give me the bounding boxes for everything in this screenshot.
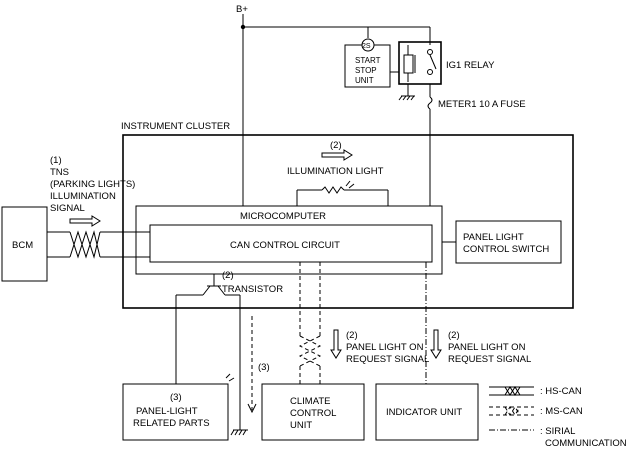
instrument-cluster-label: INSTRUMENT CLUSTER [121,121,230,132]
ms-can-bus-climate [298,262,322,384]
ig1-relay-label: IG1 RELAY [446,60,495,71]
can-control-circuit-box [149,224,433,263]
request-1-line-2: REQUEST SIGNAL [346,354,429,365]
start-stop-symbol: 2S [362,43,371,50]
transistor-label: TRANSISTOR [222,284,283,295]
indicator-unit-label: INDICATOR UNIT [386,407,462,418]
start-stop-line-1: START [355,56,381,65]
request-2-line-1: PANEL LIGHT ON [448,342,526,353]
can-control-circuit-label: CAN CONTROL CIRCUIT [230,240,340,251]
climate-line-3: UNIT [290,420,312,431]
climate-line-1: CLIMATE [290,396,330,407]
bcm-box [1,206,48,282]
transistor-icon [176,274,241,430]
illumination-bulb-icon [296,180,389,206]
fuse-label: METER1 10 A FUSE [438,99,526,110]
climate-control-unit-box [261,383,365,441]
panel-light-parts-box [122,383,229,441]
illumination-arrow-icon [321,149,353,161]
supply-label: B+ [236,4,248,15]
legend-serial-2: COMMUNICATION [545,438,627,449]
svg-text:(1): (1) [50,155,62,166]
legend-hs-can: : HS-CAN [540,386,582,397]
tns-signal-label: (1) TNS (PARKING LIGHTS) ILLUMINATION SI… [50,155,135,214]
request-arrow-2-icon [430,329,442,359]
request-1-num: (2) [346,330,358,341]
start-stop-line-2: STOP [355,66,377,75]
svg-text:TNS: TNS [50,167,69,178]
ig1-relay: IG1 RELAY [398,41,495,85]
hs-can-bus-bcm [47,230,150,259]
request-arrow-1-icon [330,329,342,359]
legend-serial-1: : SIRIAL [540,426,575,437]
microcomputer-label: MICROCOMPUTER [240,211,326,222]
request-2-line-2: REQUEST SIGNAL [448,354,531,365]
transistor-num: (2) [222,270,234,281]
panel-light-parts-line-1: PANEL-LIGHT [136,406,198,417]
panel-light-parts-line-2: RELATED PARTS [133,418,210,429]
bcm-label: BCM [12,240,33,251]
indicator-unit-box [375,383,479,441]
instrument-cluster-box [122,134,574,309]
panel-light-switch-line-1: PANEL LIGHT [463,232,524,243]
legend: : HS-CAN : MS-CAN : SIRIAL COMMUNICATION [489,386,627,449]
svg-text:SIGNAL: SIGNAL [50,203,85,214]
tns-arrow-icon [69,215,101,227]
illumination-light-label: ILLUMINATION LIGHT [287,166,384,177]
legend-ms-can: : MS-CAN [540,406,583,417]
request-1-line-1: PANEL LIGHT ON [346,342,424,353]
start-stop-unit: 2S START STOP UNIT [344,38,391,88]
request-2-num: (2) [448,330,460,341]
panel-light-switch-box [455,220,562,264]
panel-light-parts-num: (3) [170,392,182,403]
illumination-num: (2) [330,140,342,151]
svg-text:(PARKING LIGHTS): (PARKING LIGHTS) [50,179,135,190]
svg-text:ILLUMINATION: ILLUMINATION [50,191,116,202]
panel-light-switch-line-2: CONTROL SWITCH [463,244,549,255]
climate-line-2: CONTROL [290,408,336,419]
ground-num: (3) [258,362,270,373]
start-stop-line-3: UNIT [355,76,374,85]
